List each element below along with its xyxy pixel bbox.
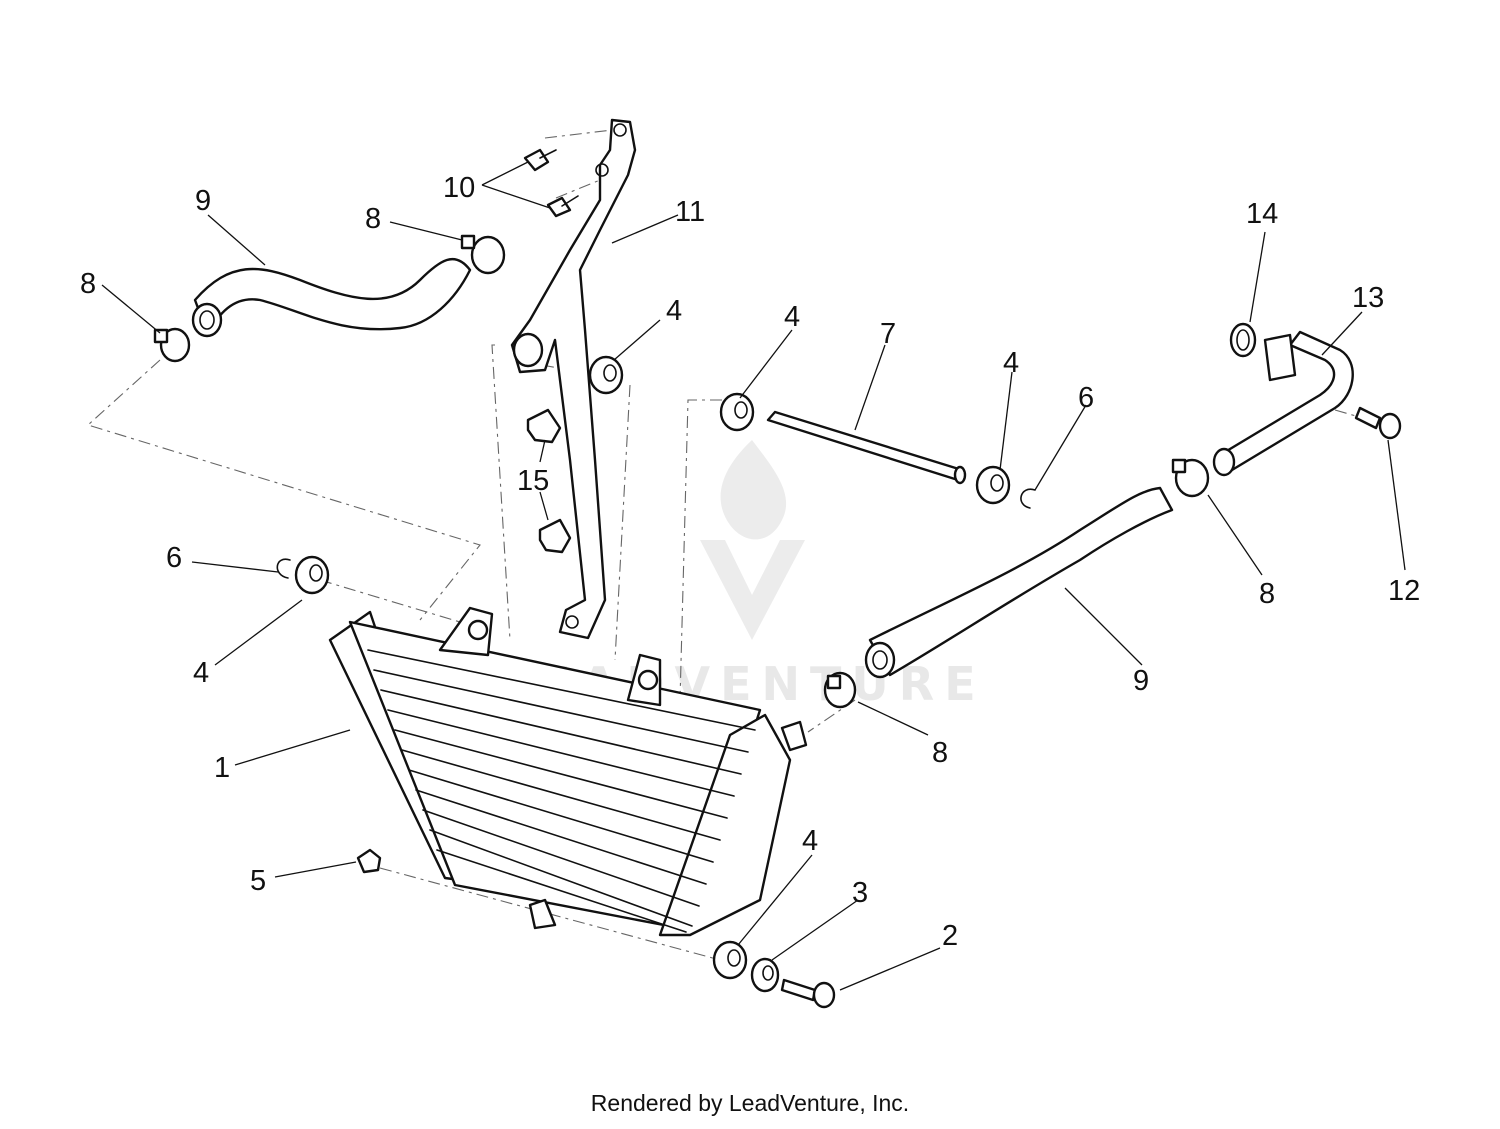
hose-clamp-upper-left	[153, 327, 191, 363]
callout-3-bushing: 3	[852, 877, 868, 909]
callout-4-bracket-grommet: 4	[666, 295, 682, 327]
upper-left-hose	[191, 258, 472, 338]
callout-12-screw: 12	[1388, 575, 1420, 607]
bracket-bolts	[523, 148, 579, 218]
callout-13-pipe: 13	[1352, 282, 1384, 314]
callout-4-bottom-grommet: 4	[802, 825, 818, 857]
callout-11-bracket: 11	[675, 196, 705, 228]
callout-2-bolt: 2	[942, 920, 958, 952]
spacer-bushing	[750, 957, 780, 993]
hose-clip-lower	[538, 518, 572, 554]
callout-9-upper-hose: 9	[195, 185, 211, 217]
oil-cooler-radiator	[328, 606, 808, 937]
callout-6-left-circlip: 6	[166, 542, 182, 574]
grommet-left-side	[294, 555, 330, 595]
o-ring	[1229, 322, 1257, 358]
callout-9-lower-hose: 9	[1133, 665, 1149, 697]
callout-4-rod-left-grommet: 4	[784, 301, 800, 333]
callout-1: 1	[214, 752, 230, 784]
callout-8-lower-clamp: 8	[932, 737, 948, 769]
hose-clip-upper	[526, 408, 562, 444]
lower-nut	[356, 848, 382, 874]
circlip-right	[1020, 488, 1036, 509]
grommet-bottom	[712, 940, 748, 980]
callout-7-rod: 7	[880, 318, 896, 350]
callout-8-right-clamp: 8	[1259, 578, 1275, 610]
oil-pipe	[1212, 330, 1354, 477]
pipe-screw	[1354, 406, 1402, 440]
grommet-bracket	[588, 355, 624, 395]
render-credit: Rendered by LeadVenture, Inc.	[590, 1090, 910, 1116]
callout-labels: 1 2 3 4 4 4 4 4 5 6 6 7 8 8 8 8 9 9 10 1…	[80, 172, 1420, 952]
callout-14-o-ring: 14	[1246, 198, 1278, 230]
grommet-rod-left	[719, 392, 755, 432]
callout-4-left-grommet: 4	[193, 657, 209, 689]
circlip-left	[276, 558, 291, 579]
hose-clamp-lower	[823, 671, 857, 709]
grommet-rod-right	[975, 465, 1011, 505]
callout-8-upper-left-clamp: 8	[80, 268, 96, 300]
callout-4-rod-right-grommet: 4	[1003, 347, 1019, 379]
callout-6-right-circlip: 6	[1078, 382, 1094, 414]
callout-5-nut: 5	[250, 865, 266, 897]
hose-clamp-right	[1171, 458, 1210, 498]
lower-bolt	[780, 978, 836, 1009]
callout-8-upper-middle-clamp: 8	[365, 203, 381, 235]
mounting-rod	[766, 410, 967, 485]
radiator-fins	[367, 649, 756, 933]
lower-right-hose	[864, 486, 1174, 679]
callout-10-bolts: 10	[443, 172, 475, 204]
mounting-bracket	[510, 118, 637, 640]
callout-15-clips: 15	[517, 465, 549, 497]
hose-clamp-upper-middle	[460, 234, 506, 275]
leader-lines	[101, 161, 1406, 991]
